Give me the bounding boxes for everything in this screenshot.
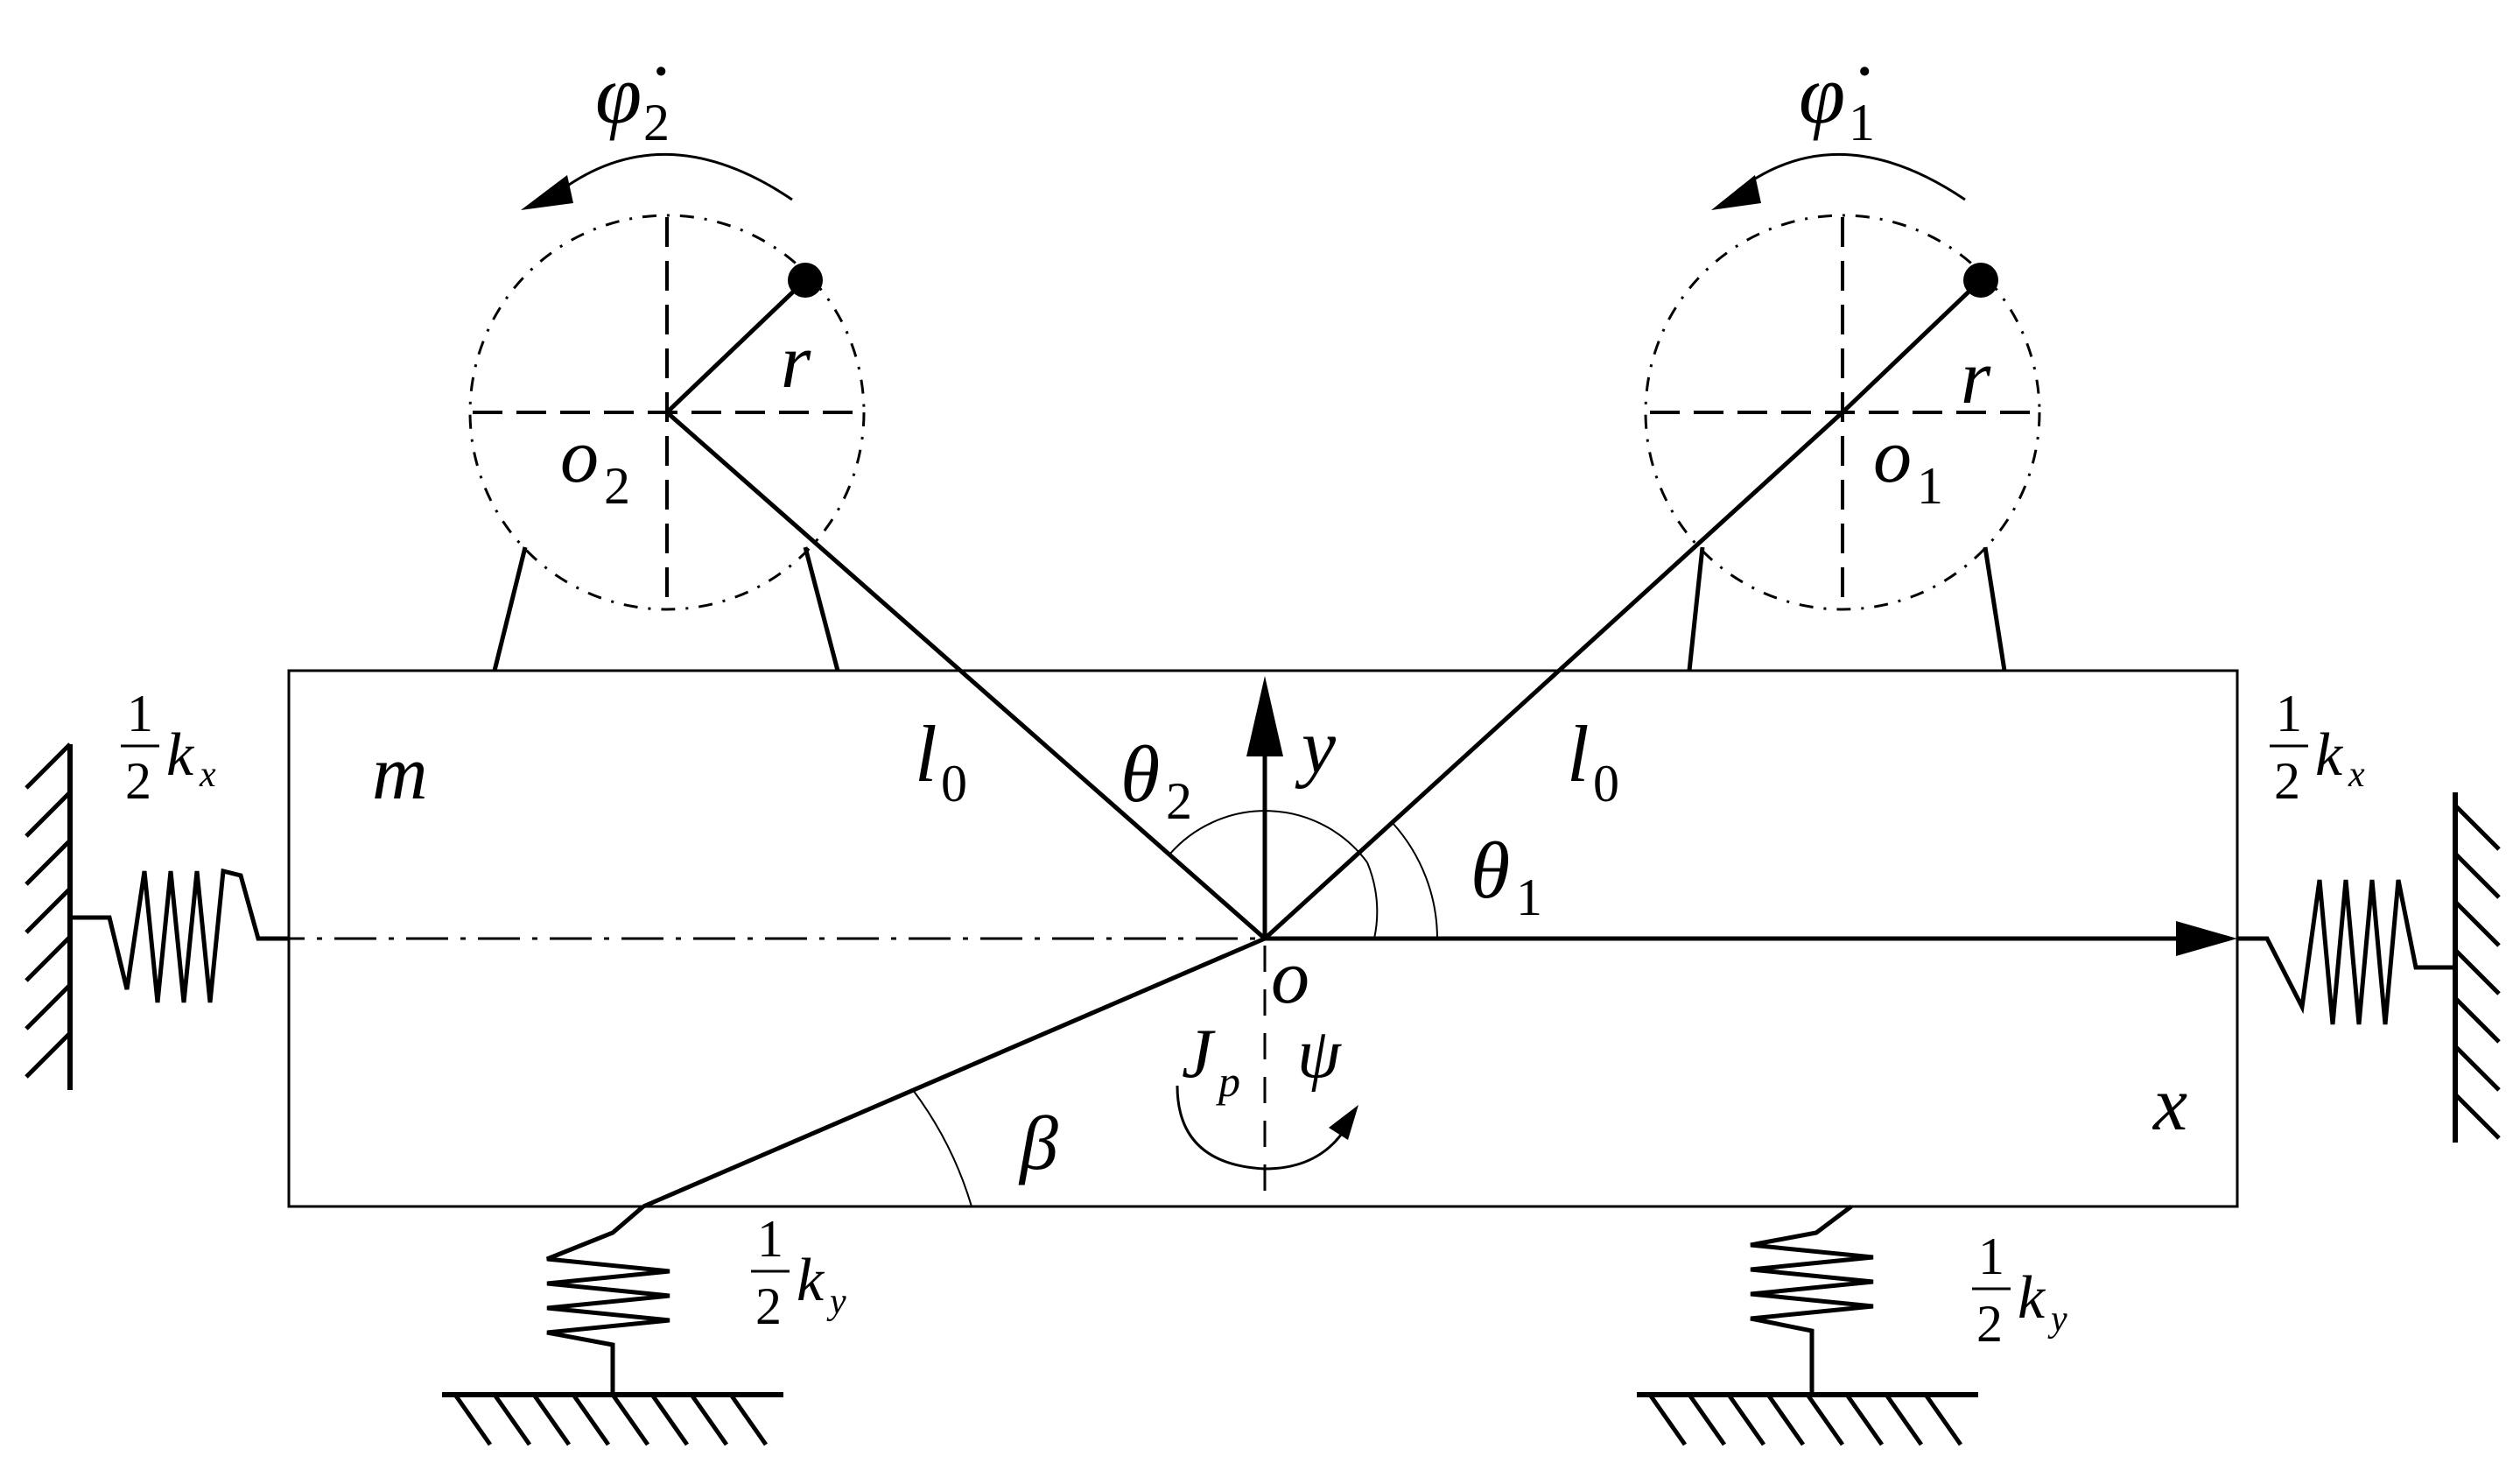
rotor-right-rotation-arc	[1737, 153, 1966, 201]
y-axis-arrow	[1246, 676, 1283, 756]
label-half-ky-right: 1 2 k y	[1972, 1227, 2067, 1353]
label-y-axis: y	[1295, 705, 1337, 790]
label-phi-dot-1: φ̇ 1	[1799, 47, 1875, 151]
rotor-left-eccentric-mass	[788, 263, 823, 298]
half-kx-left-numerator: 1	[127, 685, 153, 742]
label-origin-o: o	[1271, 935, 1309, 1020]
beta-arc	[912, 1089, 972, 1207]
theta2-subscript: 2	[1166, 772, 1192, 830]
half-kx-left-denominator: 2	[125, 752, 151, 810]
label-theta1: θ 1	[1471, 826, 1542, 926]
label-mass-m: m	[372, 731, 428, 816]
half-ky-left-k: k	[797, 1247, 825, 1314]
label-half-ky-left: 1 2 k y	[751, 1210, 846, 1335]
bottom-right-ground	[1637, 1392, 1978, 1446]
Jp-symbol: J	[1182, 1016, 1216, 1093]
l0-left-subscript: 0	[941, 755, 967, 812]
rotor-right-rotation-arrowhead	[1711, 175, 1761, 210]
rotor-right-eccentric-mass	[1963, 263, 1998, 298]
psi-arrow-head	[1329, 1105, 1358, 1140]
rotor-left-support-left	[492, 546, 528, 672]
label-r-right: r	[1961, 335, 1991, 420]
half-kx-right-k: k	[2315, 721, 2344, 789]
rotor-right-support-right	[1983, 546, 2007, 672]
half-kx-left-subscript: x	[199, 755, 216, 795]
bottom-left-spring-ky	[546, 1205, 670, 1392]
label-Jp: J p	[1182, 1016, 1240, 1106]
o1-symbol: o	[1873, 414, 1912, 499]
rotor-left-rotation-arc	[559, 153, 793, 201]
o1-subscript: 1	[1917, 457, 1943, 515]
l0-left-symbol: l	[915, 709, 937, 798]
right-wall	[2453, 792, 2501, 1143]
left-spring-kx	[70, 868, 289, 1003]
half-ky-left-denominator: 2	[755, 1277, 782, 1335]
half-ky-right-numerator: 1	[1978, 1227, 2004, 1285]
label-l0-left: l 0	[915, 709, 967, 812]
half-kx-right-subscript: x	[2348, 755, 2365, 795]
o2-symbol: o	[560, 414, 599, 499]
label-psi: ψ	[1297, 1016, 1342, 1093]
label-o1: o 1	[1873, 414, 1943, 515]
bottom-right-spring-ky	[1750, 1205, 1874, 1392]
theta1-symbol: θ	[1471, 826, 1510, 915]
half-ky-right-subscript: y	[2047, 1299, 2067, 1340]
label-half-kx-right: 1 2 k x	[2270, 685, 2365, 810]
label-half-kx-left: 1 2 k x	[121, 685, 216, 810]
label-phi-dot-2: φ̇ 2	[595, 47, 670, 151]
theta2-symbol: θ	[1120, 729, 1160, 819]
o2-subscript: 2	[604, 457, 630, 515]
theta1-subscript: 1	[1516, 869, 1542, 926]
theta1-arc	[1392, 822, 1438, 939]
label-l0-right: l 0	[1567, 709, 1619, 812]
rotor-left-circle	[468, 214, 866, 611]
half-kx-right-numerator: 1	[2276, 685, 2302, 742]
rotor-left-radius	[665, 278, 807, 414]
rotor-right-circle	[1644, 214, 2041, 611]
theta2-arc	[1169, 810, 1368, 863]
rotor-right-support-left	[1687, 546, 1705, 672]
psi-rotation-arrow	[1176, 1085, 1345, 1171]
l0-right-symbol: l	[1567, 709, 1590, 798]
theta2-arc-inner	[1366, 862, 1379, 939]
label-o2: o 2	[560, 414, 630, 515]
rod-left-l0	[665, 411, 1267, 940]
half-ky-right-k: k	[2018, 1264, 2046, 1332]
half-ky-left-numerator: 1	[757, 1210, 783, 1268]
rotor-right-radius	[1841, 278, 1983, 414]
half-ky-left-subscript: y	[826, 1282, 846, 1322]
bottom-left-ground	[442, 1392, 783, 1446]
l0-right-subscript: 0	[1593, 755, 1619, 812]
phi-dot-1-subscript: 1	[1849, 94, 1875, 151]
phi-dot-2-subscript: 2	[643, 94, 670, 151]
right-spring-kx	[2237, 879, 2455, 1025]
rotor-left-support-right	[803, 546, 840, 672]
label-r-left: r	[781, 320, 811, 404]
x-axis-arrow	[2176, 921, 2237, 956]
rod-right-l0	[1263, 411, 1844, 940]
half-kx-right-denominator: 2	[2274, 752, 2300, 810]
half-kx-left-k: k	[166, 721, 195, 789]
beta-line	[642, 936, 1266, 1209]
label-theta2: θ 2	[1120, 729, 1192, 830]
left-wall	[25, 742, 73, 1090]
half-ky-right-denominator: 2	[1976, 1295, 2003, 1353]
rotor-left-rotation-arrowhead	[521, 175, 573, 210]
label-x-axis: x	[2151, 1062, 2187, 1147]
Jp-subscript: p	[1216, 1057, 1240, 1106]
label-beta: β	[1018, 1101, 1058, 1186]
